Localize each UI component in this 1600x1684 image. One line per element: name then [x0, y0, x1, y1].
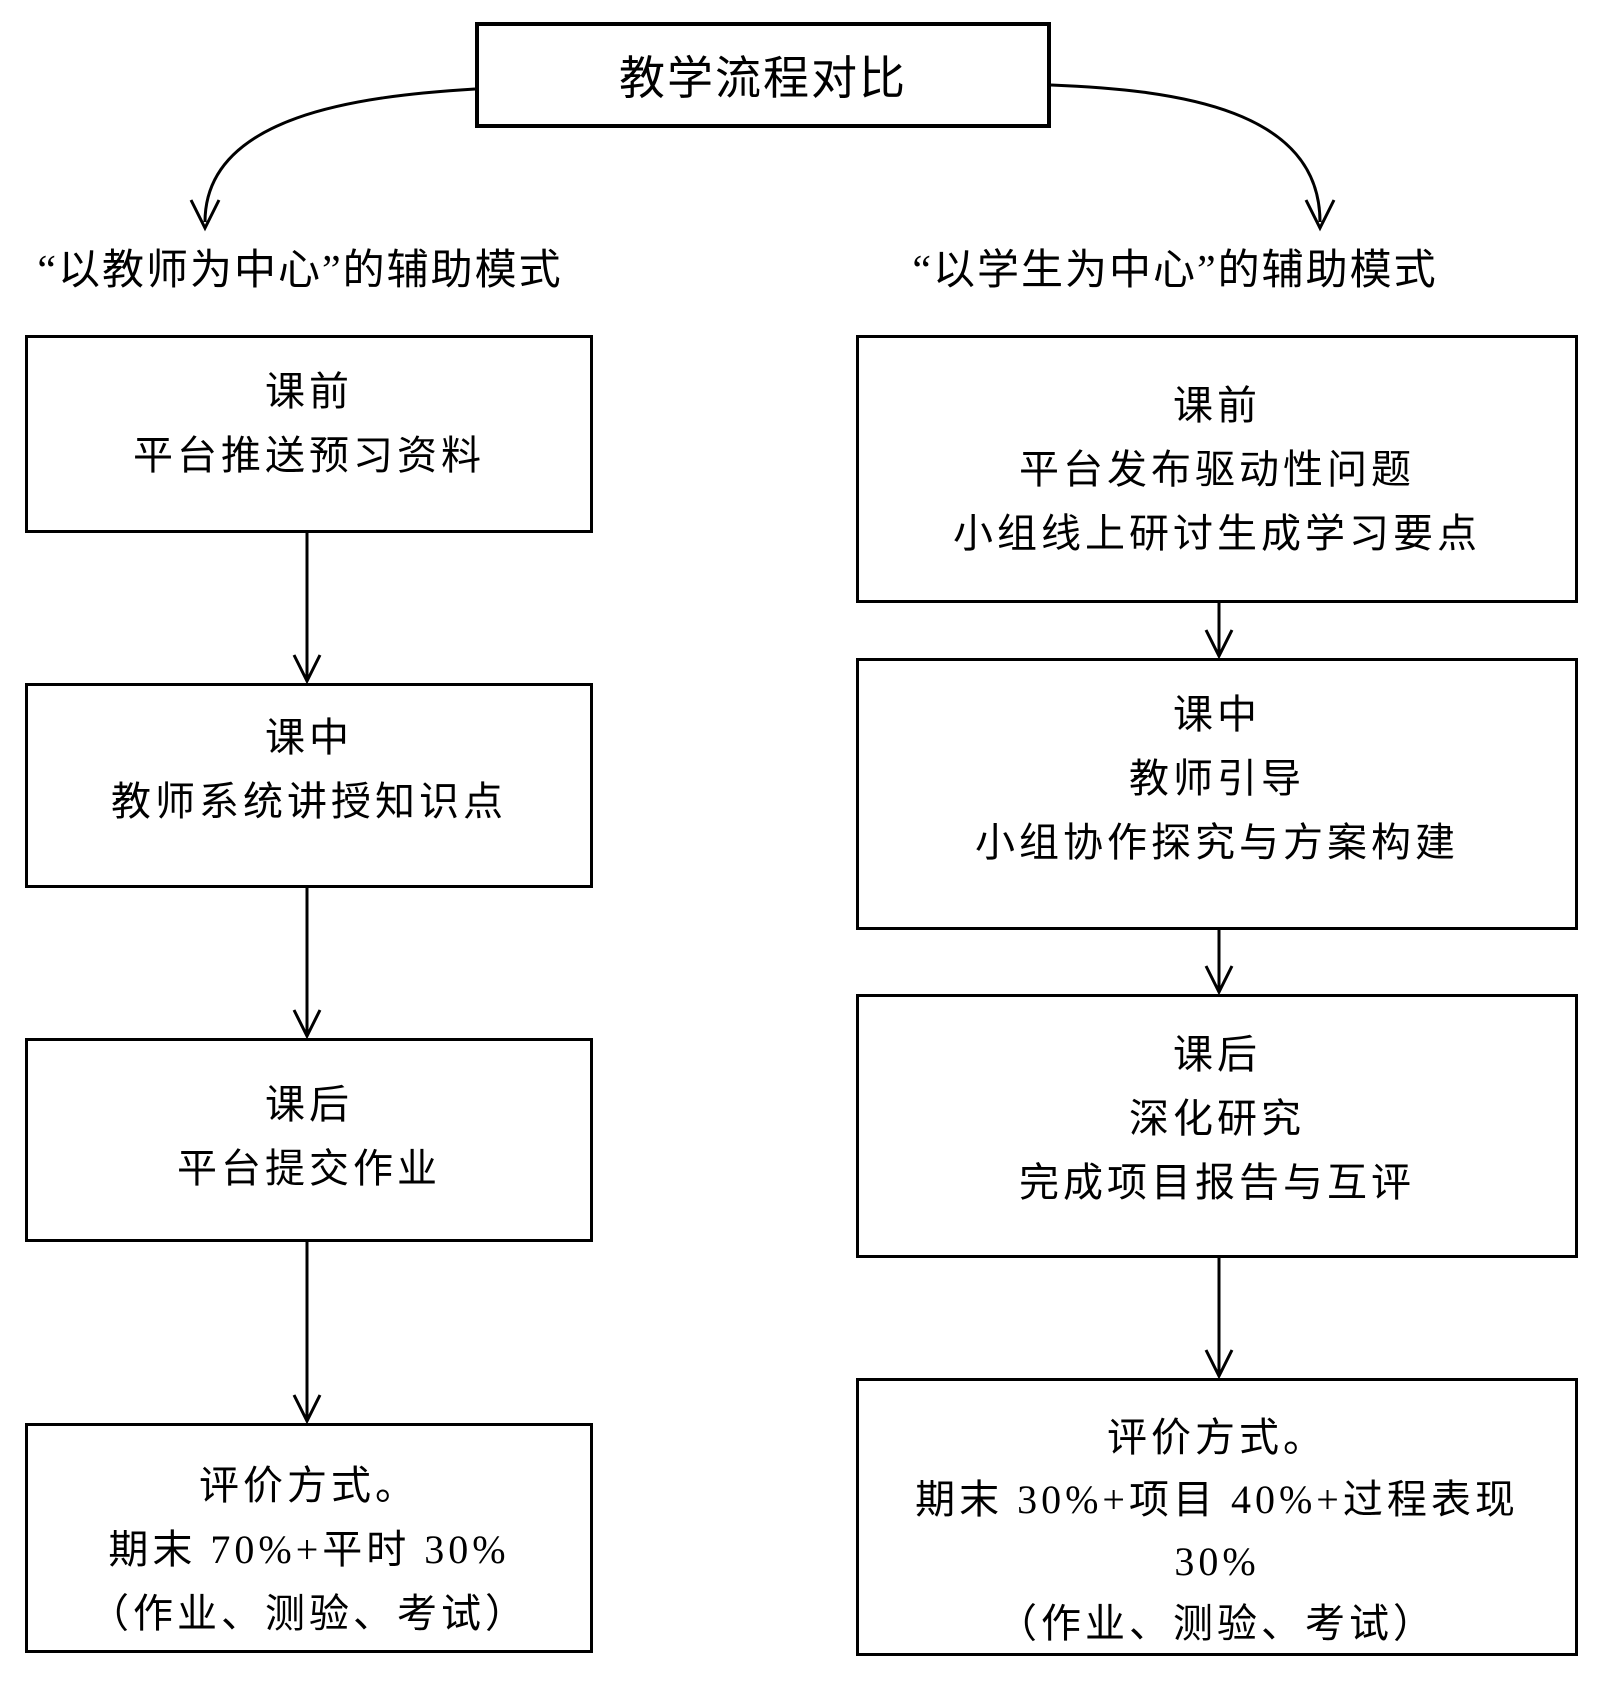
right-box-assessment: 评价方式。 期末 30%+项目 40%+过程表现 30% （作业、测验、考试）: [856, 1378, 1578, 1656]
diagram-title-box: 教学流程对比: [475, 22, 1051, 128]
branch-heading-teacher-centered: “以教师为中心”的辅助模式: [37, 248, 563, 294]
box-line: 课前: [265, 369, 353, 414]
diagram-title: 教学流程对比: [619, 53, 907, 104]
arrowhead-down-icon: [1204, 629, 1234, 660]
box-line: （作业、测验、考试）: [89, 1591, 529, 1636]
left-box-pre-class: 课前 平台推送预习资料: [25, 335, 593, 533]
box-line: 课后: [265, 1082, 353, 1127]
right-box-pre-class: 课前 平台发布驱动性问题 小组线上研讨生成学习要点: [856, 335, 1578, 603]
box-line: 平台推送预习资料: [133, 433, 485, 478]
branch-curve-right: [1050, 83, 1322, 223]
box-line: 平台发布驱动性问题: [1019, 447, 1415, 492]
left-box-after-class: 课后 平台提交作业: [25, 1038, 593, 1242]
arrowhead-down-icon: [292, 1394, 322, 1425]
box-line: 课中: [1173, 692, 1261, 737]
box-line: 评价方式。: [199, 1463, 419, 1508]
box-line: 教师系统讲授知识点: [111, 779, 507, 824]
arrowhead-down-icon: [1304, 199, 1336, 232]
right-box-after-class: 课后 深化研究 完成项目报告与互评: [856, 994, 1578, 1258]
arrowhead-down-icon: [292, 1009, 322, 1040]
box-line: 课中: [265, 715, 353, 760]
box-line: 教师引导: [1129, 756, 1305, 801]
box-line: 期末 30%+项目 40%+过程表现: [915, 1477, 1519, 1522]
box-line: 课后: [1173, 1032, 1261, 1077]
box-line: 30%: [1174, 1539, 1260, 1584]
left-box-assessment: 评价方式。 期末 70%+平时 30% （作业、测验、考试）: [25, 1423, 593, 1653]
box-line: 期末 70%+平时 30%: [108, 1527, 510, 1572]
arrowhead-down-icon: [1204, 1349, 1234, 1380]
box-line: 深化研究: [1129, 1096, 1305, 1141]
box-line: 小组线上研讨生成学习要点: [953, 511, 1481, 556]
arrowhead-down-icon: [1204, 965, 1234, 996]
box-line: 平台提交作业: [177, 1146, 441, 1191]
left-box-in-class: 课中 教师系统讲授知识点: [25, 683, 593, 888]
box-line: 评价方式。: [1107, 1415, 1327, 1460]
box-line: （作业、测验、考试）: [997, 1601, 1437, 1646]
box-line: 小组协作探究与方案构建: [975, 820, 1459, 865]
arrowhead-down-icon: [189, 199, 221, 232]
arrowhead-down-icon: [292, 654, 322, 685]
branch-heading-student-centered: “以学生为中心”的辅助模式: [912, 248, 1438, 294]
box-line: 课前: [1173, 383, 1261, 428]
branch-curve-left: [203, 87, 476, 223]
box-line: 完成项目报告与互评: [1019, 1160, 1415, 1205]
right-box-in-class: 课中 教师引导 小组协作探究与方案构建: [856, 658, 1578, 930]
